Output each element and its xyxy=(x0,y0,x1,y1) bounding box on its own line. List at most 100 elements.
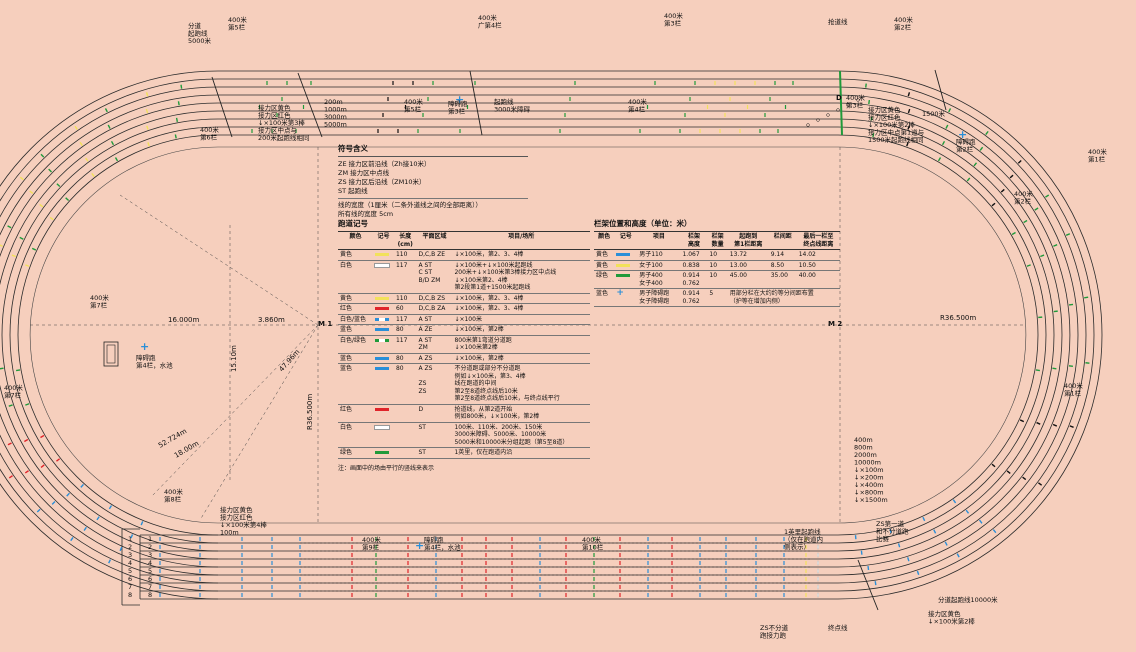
curve-mark xyxy=(1084,296,1089,299)
lane-mark xyxy=(485,569,487,573)
lane-mark xyxy=(671,569,673,573)
lane-mark xyxy=(461,561,463,565)
hurdle-height: 0.838 xyxy=(680,260,708,271)
lane-mark xyxy=(755,569,757,573)
lane-mark xyxy=(461,537,463,541)
marking-area: D xyxy=(416,404,453,423)
lane-mark xyxy=(461,577,463,581)
lane-mark xyxy=(435,593,437,597)
hurdles-header-cell: 项目 xyxy=(637,231,681,250)
track-marks xyxy=(0,69,1090,611)
lane-mark xyxy=(199,561,201,565)
curve-mark xyxy=(1034,207,1039,211)
label-m1: M 1 xyxy=(318,320,332,328)
marking-length: 117 xyxy=(393,335,417,354)
steeple-cross-icon: + xyxy=(455,93,464,106)
symbol-legend-row: 线的宽度（1厘米（二条外道线之间的全部距离）） xyxy=(338,201,482,209)
curve-mark xyxy=(29,190,34,195)
lane-mark xyxy=(817,576,819,582)
marking-color: 白色/蓝色 xyxy=(338,314,373,325)
lane-mark xyxy=(725,569,727,573)
curve-mark xyxy=(83,526,87,531)
lane-mark xyxy=(511,545,513,549)
curve-mark xyxy=(110,140,115,146)
lane-mark xyxy=(511,537,513,541)
curve-mark xyxy=(108,559,112,564)
curve-mark xyxy=(8,404,13,407)
lane-mark xyxy=(725,553,727,557)
curve-mark xyxy=(24,470,29,474)
label-dim-1800: 18.00m xyxy=(173,439,200,459)
curve-mark xyxy=(85,157,89,162)
curve-mark xyxy=(7,225,12,229)
label-dim-r365-left: R36.500m xyxy=(306,394,314,430)
curve-mark xyxy=(119,546,123,552)
lane-mark xyxy=(276,113,278,117)
curve-mark xyxy=(991,202,996,207)
label-m1500: 1500米 xyxy=(922,109,946,118)
lane-mark xyxy=(817,592,819,598)
curve-mark xyxy=(1068,303,1074,306)
lane-mark xyxy=(427,97,429,101)
hurdle-first: 13.72 xyxy=(727,249,769,261)
lane-number: 3 xyxy=(128,551,132,559)
hurdles-header-cell: 栏架数量 xyxy=(707,231,728,250)
lane-mark xyxy=(671,593,673,597)
lane-mark xyxy=(805,585,807,589)
curve-mark xyxy=(1009,174,1014,179)
lane-number: 7 xyxy=(148,583,152,591)
curve-mark xyxy=(177,101,180,106)
lane-mark xyxy=(485,553,487,557)
lane-mark xyxy=(817,560,819,566)
marking-item: ↓×100米，第2、3、4棒 xyxy=(452,303,590,315)
hurdles-header-cell: 颜色 xyxy=(594,231,615,250)
lane-mark xyxy=(725,561,727,565)
hurdle-count: 10 xyxy=(707,270,728,289)
curve-mark xyxy=(36,508,41,513)
lane-mark xyxy=(619,537,621,541)
hurdles-header-row: 颜色记号项目栏架高度栏架数量起跑到第1栏距离栏间距最后一栏至终点线距离 xyxy=(594,231,840,250)
swatch-green xyxy=(375,451,389,454)
lane-mark xyxy=(647,577,649,581)
hurdle-item: 男子110 xyxy=(637,249,681,261)
hurdle-spacing-note: 用部分栏在大约约等分间距布置（护等在增加内侧） xyxy=(727,288,840,307)
lane-mark xyxy=(699,553,701,557)
lane-mark xyxy=(407,585,409,589)
lane-mark xyxy=(461,545,463,549)
lane-mark xyxy=(817,584,819,590)
hurdles-header-cell: 栏架高度 xyxy=(680,231,708,250)
lane-mark xyxy=(671,585,673,589)
curve-mark xyxy=(0,244,3,247)
marking-length: 110 xyxy=(393,293,417,304)
curve-mark xyxy=(1035,369,1041,372)
lane-mark xyxy=(817,552,819,558)
lane-mark xyxy=(539,545,541,549)
lane-mark xyxy=(435,569,437,573)
lane-mark xyxy=(159,577,161,581)
marking-swatch xyxy=(373,363,394,405)
steeple-cross-icon: + xyxy=(140,340,149,353)
curve-mark xyxy=(0,367,4,370)
lane-mark xyxy=(699,577,701,581)
hurdle-gap: 8.50 xyxy=(768,260,797,271)
lane-mark xyxy=(755,585,757,589)
lane-mark xyxy=(646,105,649,109)
lane-mark xyxy=(792,81,794,85)
curve-mark xyxy=(991,463,996,468)
lane-number: 6 xyxy=(148,575,152,583)
lane-mark xyxy=(755,561,757,565)
curve-mark xyxy=(79,141,83,146)
lane-mark xyxy=(619,569,621,573)
lane-number: 7 xyxy=(128,583,132,591)
lane-mark xyxy=(485,577,487,581)
markings-header-cell: 颜色 xyxy=(338,231,373,250)
lane-mark xyxy=(559,129,561,133)
marking-swatch xyxy=(373,422,394,448)
marking-swatch xyxy=(373,314,394,325)
